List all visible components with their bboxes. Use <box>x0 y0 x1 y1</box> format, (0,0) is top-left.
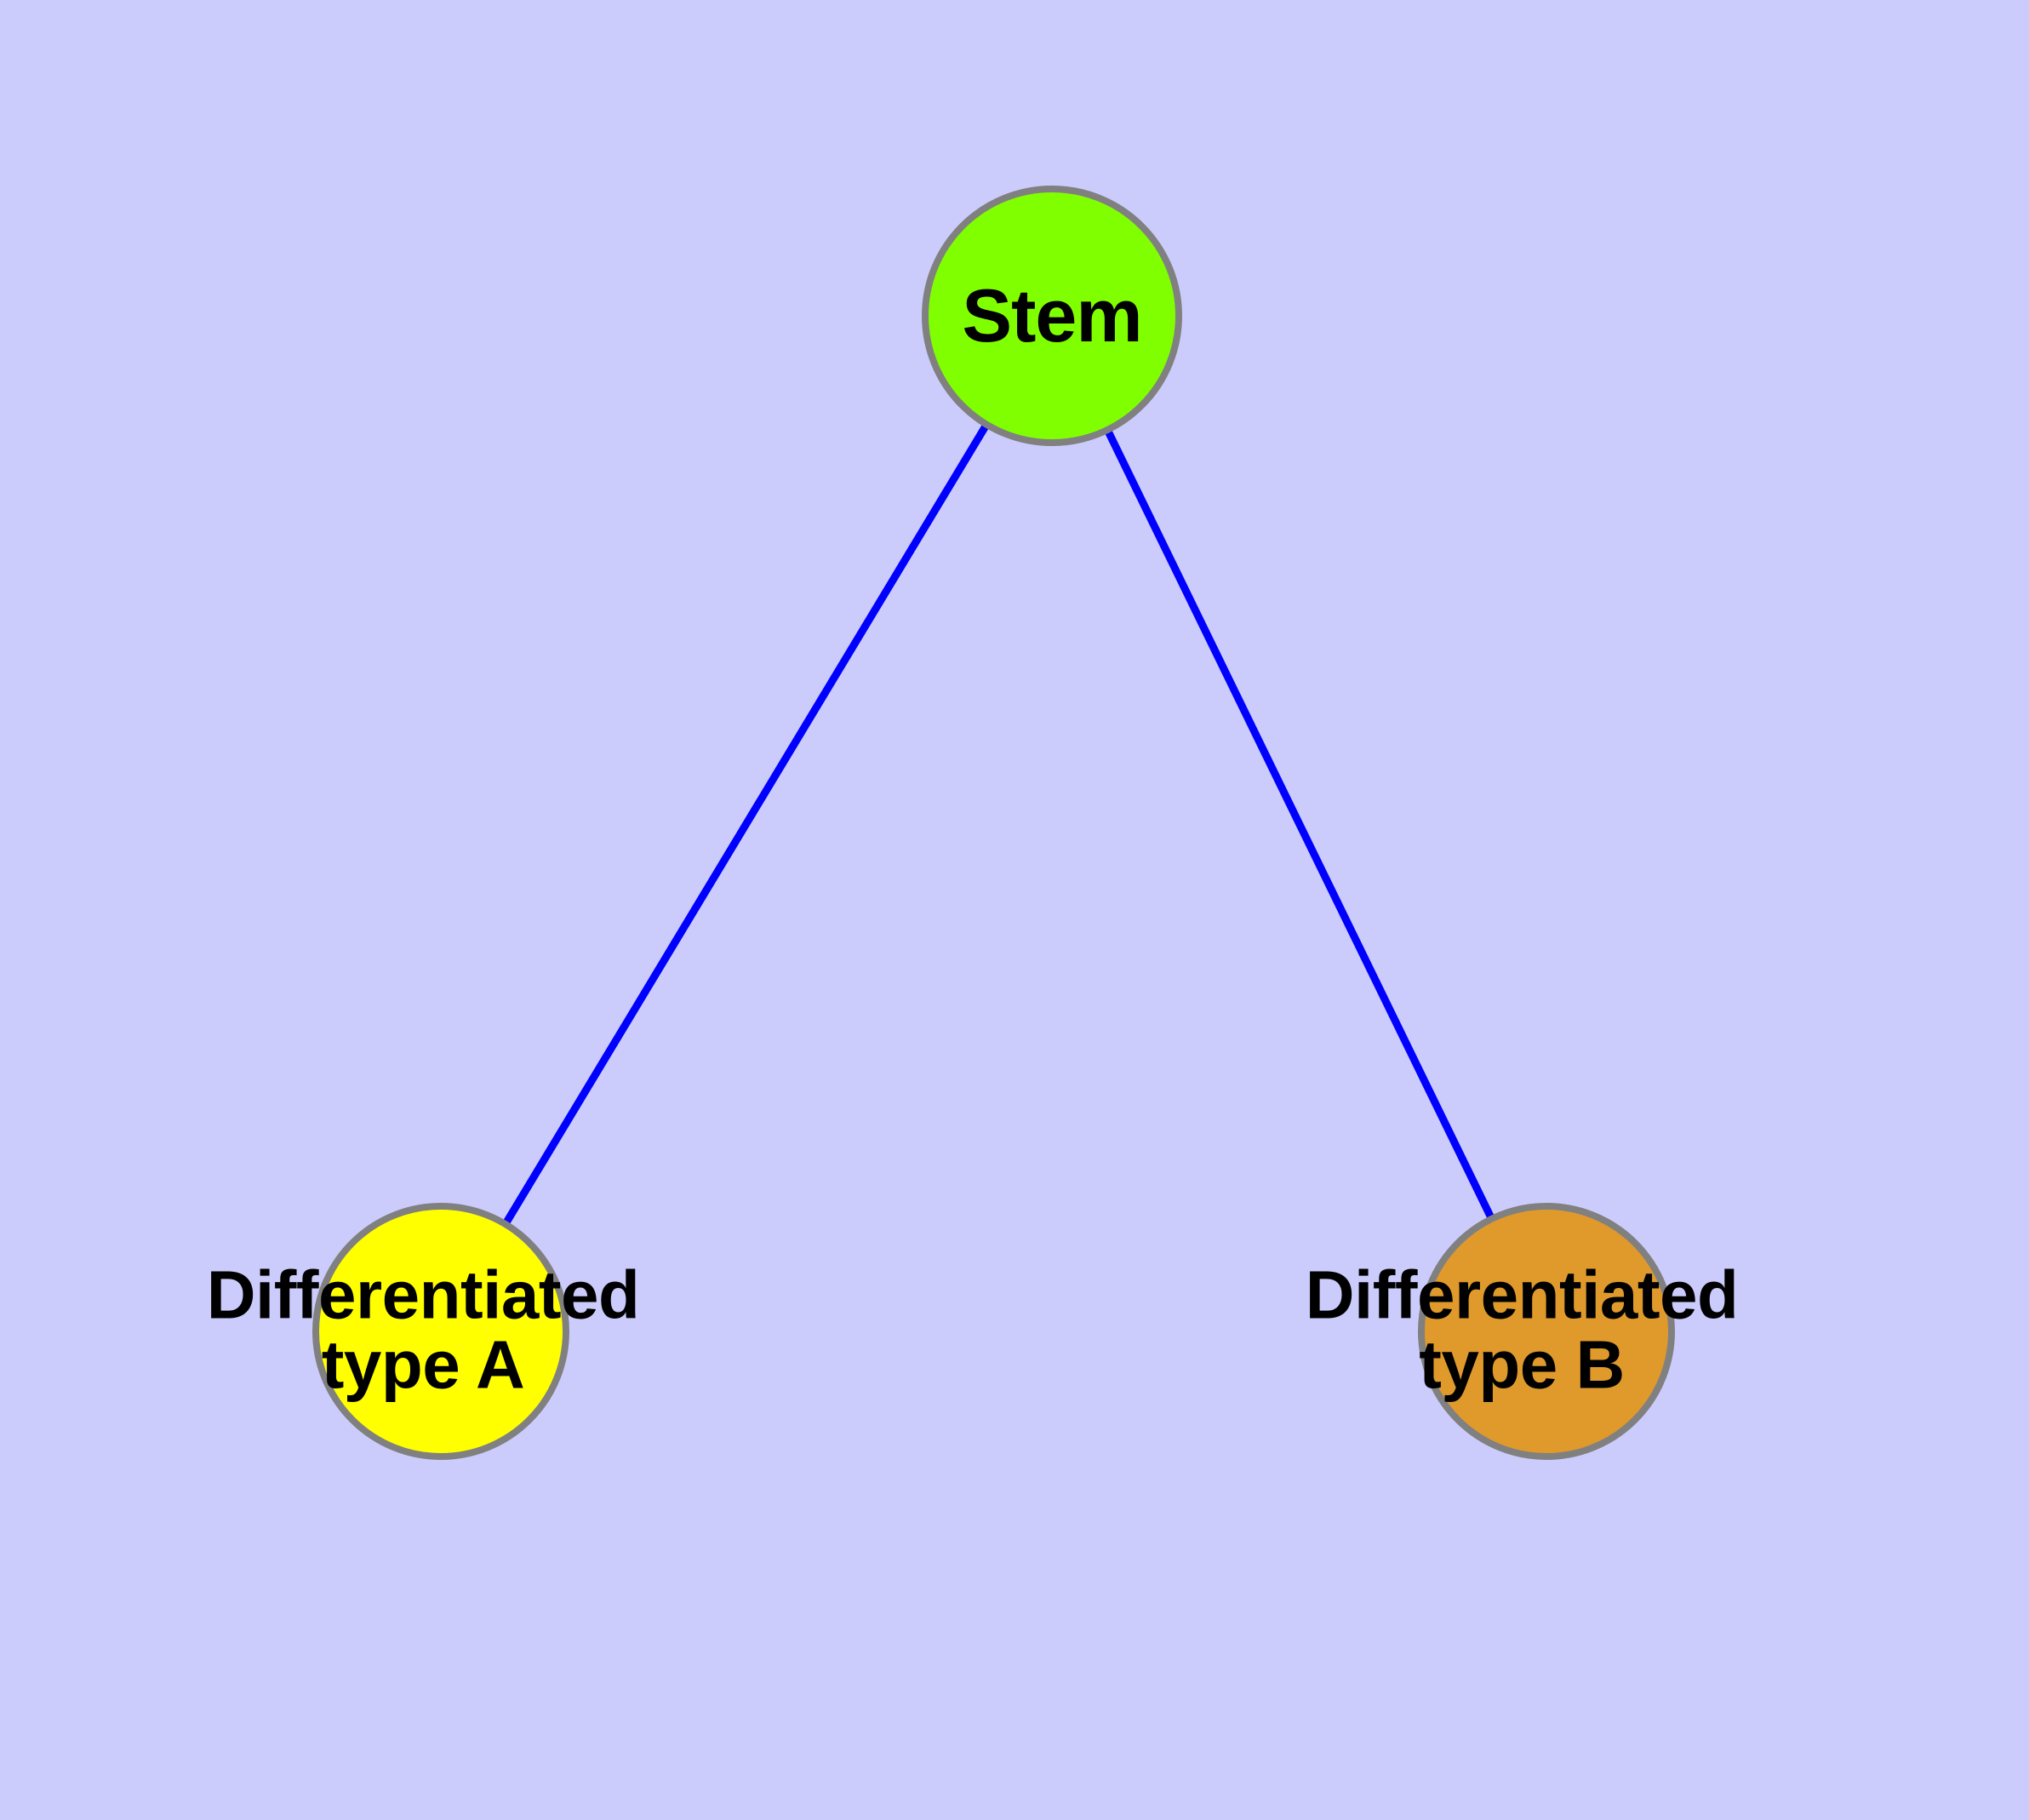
node-circle-stem[interactable] <box>922 186 1182 446</box>
nodes-layer <box>312 186 1675 1460</box>
edge-stem-diff-a[interactable] <box>502 424 989 1225</box>
node-circle-diff_b[interactable] <box>1418 1203 1675 1460</box>
edges-layer <box>502 424 1495 1225</box>
node-circle-diff_a[interactable] <box>312 1203 569 1460</box>
edge-stem-diff-b[interactable] <box>1105 429 1495 1220</box>
